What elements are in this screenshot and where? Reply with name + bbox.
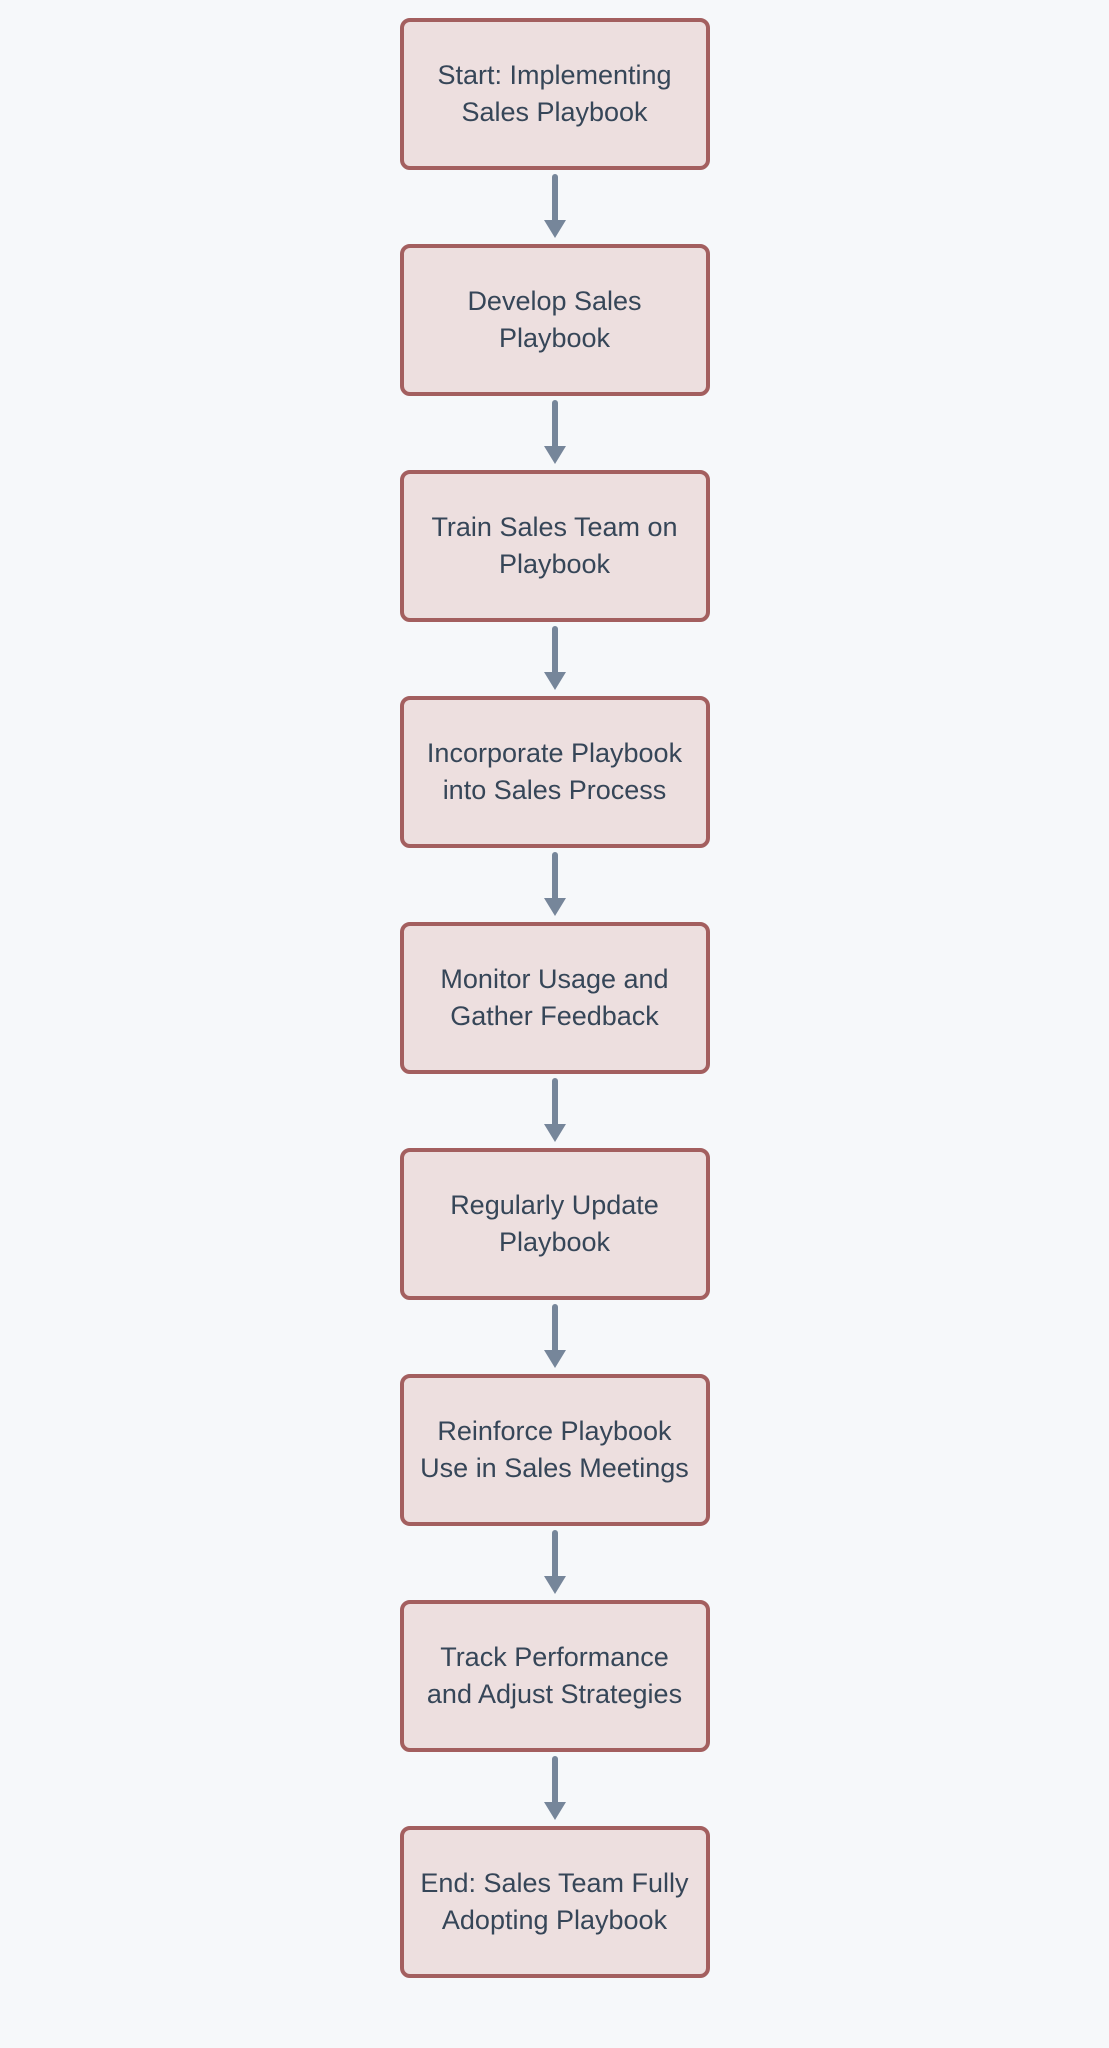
flowchart-node-monitor: Monitor Usage and Gather Feedback: [399, 922, 710, 1074]
flowchart-node-label: Develop Sales Playbook: [467, 286, 642, 353]
flowchart-node-label: Track Performance and Adjust Strategies: [426, 1642, 683, 1709]
flowchart-node-label: Monitor Usage and Gather Feedback: [440, 964, 669, 1031]
arrow-down-icon: [543, 1304, 566, 1368]
arrow-down-icon: [543, 400, 566, 464]
flowchart-node-track: Track Performance and Adjust Strategies: [399, 1600, 710, 1752]
flowchart-node-label: Train Sales Team on Playbook: [431, 512, 678, 579]
flowchart-node-update: Regularly Update Playbook: [399, 1148, 710, 1300]
flowchart-node-label: End: Sales Team Fully Adopting Playbook: [420, 1868, 689, 1935]
arrow-down-icon: [543, 174, 566, 238]
flow-arrow: [542, 1752, 568, 1826]
flowchart-node-label: Regularly Update Playbook: [450, 1190, 659, 1257]
flow-arrow: [542, 170, 568, 244]
flow-arrow: [542, 622, 568, 696]
arrow-down-icon: [543, 852, 566, 916]
flowchart-node-label: Reinforce Playbook Use in Sales Meetings: [420, 1416, 689, 1483]
arrow-down-icon: [543, 1078, 566, 1142]
flowchart-node-label: Start: Implementing Sales Playbook: [437, 60, 672, 127]
flowchart-node-label: Incorporate Playbook into Sales Process: [426, 738, 683, 805]
flow-arrow: [542, 848, 568, 922]
flowchart-node-end: End: Sales Team Fully Adopting Playbook: [399, 1826, 710, 1978]
flowchart-node-reinforce: Reinforce Playbook Use in Sales Meetings: [399, 1374, 710, 1526]
flowchart-node-start: Start: Implementing Sales Playbook: [399, 18, 710, 170]
flow-arrow: [542, 1526, 568, 1600]
arrow-down-icon: [543, 626, 566, 690]
flow-arrow: [542, 396, 568, 470]
arrow-down-icon: [543, 1756, 566, 1820]
flow-arrow: [542, 1300, 568, 1374]
flowchart-node-train: Train Sales Team on Playbook: [399, 470, 710, 622]
flowchart-node-incorporate: Incorporate Playbook into Sales Process: [399, 696, 710, 848]
arrow-down-icon: [543, 1530, 566, 1594]
flow-arrow: [542, 1074, 568, 1148]
flowchart-node-develop: Develop Sales Playbook: [399, 244, 710, 396]
